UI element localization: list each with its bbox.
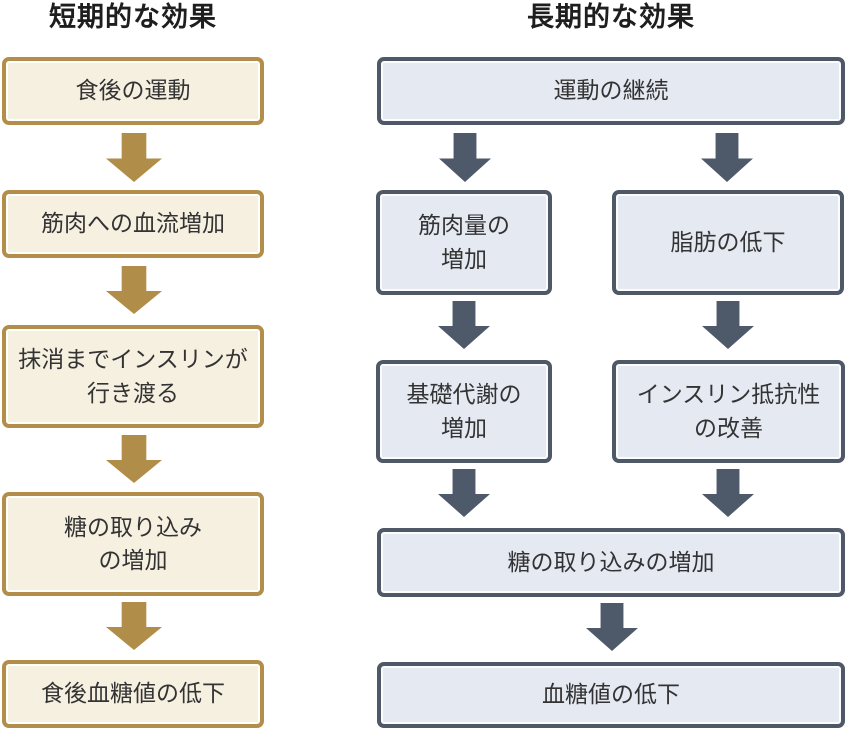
down-arrow-icon xyxy=(702,469,754,517)
node-postmeal-glucose-drop: 食後血糖値の低下 xyxy=(2,660,264,728)
node-glucose-uptake-short: 糖の取り込み の増加 xyxy=(2,492,264,596)
down-arrow-icon xyxy=(438,301,490,349)
down-arrow-icon xyxy=(586,603,638,651)
down-arrow-icon xyxy=(438,469,490,517)
down-arrow-icon xyxy=(106,435,162,483)
node-fat-decrease: 脂肪の低下 xyxy=(612,190,844,295)
node-exercise-continuation: 運動の継続 xyxy=(377,57,845,125)
node-muscle-mass-increase: 筋肉量の 増加 xyxy=(376,190,552,295)
down-arrow-icon xyxy=(106,133,162,182)
node-postmeal-exercise: 食後の運動 xyxy=(2,57,264,125)
down-arrow-icon xyxy=(106,266,162,314)
node-glucose-uptake-long: 糖の取り込みの増加 xyxy=(377,528,845,597)
down-arrow-icon xyxy=(106,602,162,650)
node-basal-metabolism-increase: 基礎代謝の 増加 xyxy=(376,360,552,463)
short-term-title: 短期的な効果 xyxy=(49,2,217,32)
down-arrow-icon xyxy=(439,133,491,182)
node-glucose-drop: 血糖値の低下 xyxy=(377,662,845,728)
long-term-title: 長期的な効果 xyxy=(527,2,695,32)
node-insulin-resistance-improvement: インスリン抵抗性 の改善 xyxy=(612,360,845,463)
down-arrow-icon xyxy=(702,301,754,349)
node-muscle-blood-flow: 筋肉への血流増加 xyxy=(2,190,264,258)
node-insulin-distribution: 抹消までインスリンが 行き渡る xyxy=(2,325,264,428)
down-arrow-icon xyxy=(701,133,753,182)
